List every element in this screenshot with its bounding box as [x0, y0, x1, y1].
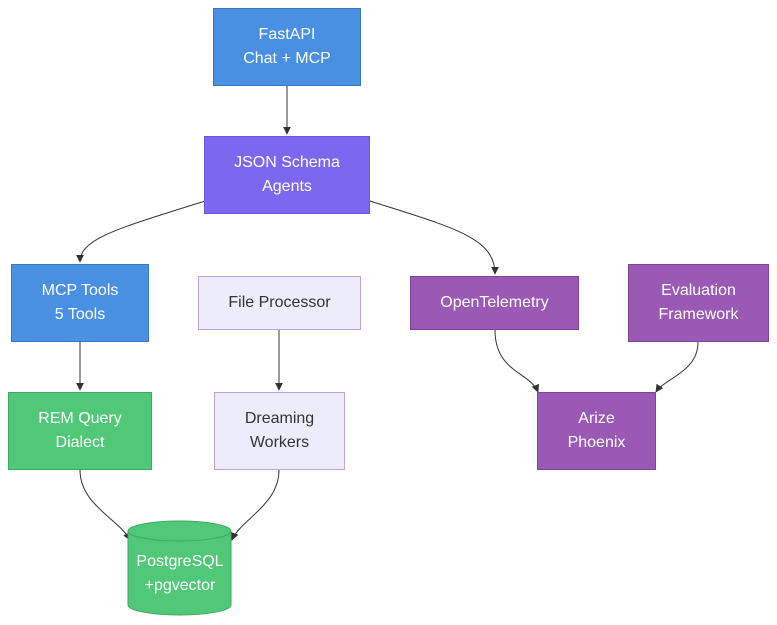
- node-arize-line2: Phoenix: [567, 434, 626, 451]
- postgres-cylinder: [127, 520, 232, 616]
- node-mcp-tools-line1: MCP Tools: [41, 282, 119, 299]
- node-file-processor: File Processor: [198, 276, 361, 330]
- node-otel-line1: OpenTelemetry: [440, 294, 549, 311]
- node-fastapi: FastAPI Chat + MCP: [213, 8, 361, 86]
- node-file-processor-line1: File Processor: [228, 294, 331, 311]
- node-mcp-tools-line2: 5 Tools: [54, 306, 106, 323]
- node-dreaming-workers: Dreaming Workers: [214, 392, 345, 470]
- node-fastapi-line1: FastAPI: [258, 26, 316, 43]
- node-evaluation-framework: Evaluation Framework: [628, 264, 769, 342]
- node-rem-line2: Dialect: [55, 434, 105, 451]
- edge-schema-mcp-tools: [76, 200, 206, 263]
- node-opentelemetry: OpenTelemetry: [410, 276, 579, 330]
- node-mcp-tools: MCP Tools 5 Tools: [11, 264, 149, 342]
- edge-schema-otel: [369, 200, 499, 275]
- edge-rem-postgres: [79, 469, 131, 541]
- node-arize-phoenix: Arize Phoenix: [537, 392, 656, 470]
- node-rem-line1: REM Query: [38, 410, 122, 427]
- node-postgres-line1: PostgreSQL: [136, 553, 224, 570]
- node-evaluation-line2: Framework: [658, 306, 739, 323]
- edge-dreaming-postgres: [230, 469, 280, 541]
- node-schema-line2: Agents: [262, 178, 312, 195]
- node-arize-line1: Arize: [578, 410, 615, 427]
- node-dreaming-line1: Dreaming: [244, 410, 315, 427]
- node-schema-line1: JSON Schema: [234, 154, 340, 171]
- node-dreaming-line2: Workers: [249, 434, 310, 451]
- node-postgresql: PostgreSQL +pgvector: [128, 550, 232, 598]
- node-postgres-line2: +pgvector: [144, 577, 216, 594]
- edge-evaluation-arize: [655, 341, 699, 393]
- edge-otel-arize: [494, 329, 540, 393]
- node-evaluation-line1: Evaluation: [661, 282, 736, 299]
- node-json-schema-agents: JSON Schema Agents: [204, 136, 370, 214]
- node-rem-query-dialect: REM Query Dialect: [8, 392, 152, 470]
- node-fastapi-line2: Chat + MCP: [243, 50, 331, 67]
